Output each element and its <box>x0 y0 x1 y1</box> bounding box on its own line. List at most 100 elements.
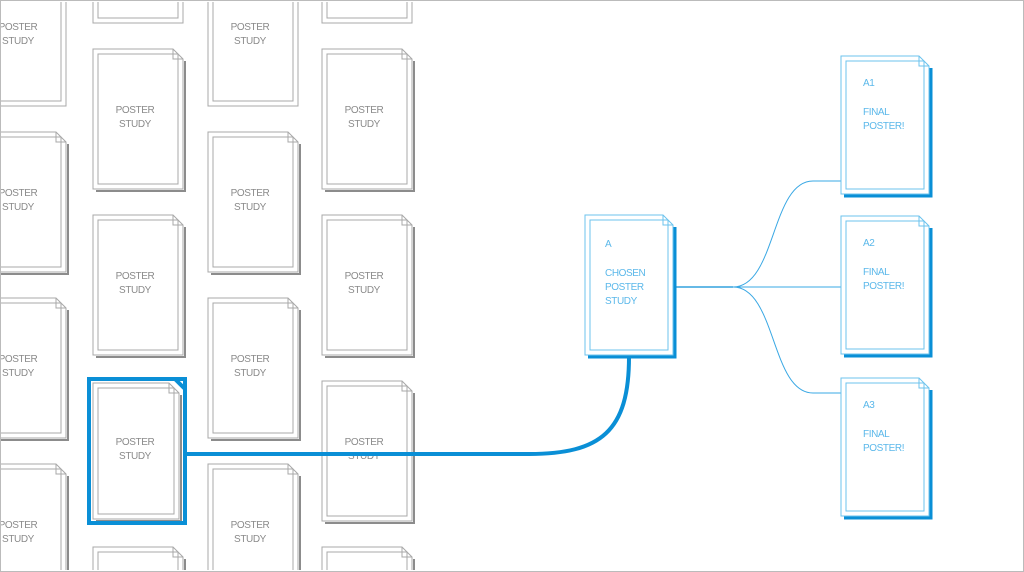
page-shadow <box>325 227 415 358</box>
page-shadow <box>96 227 186 358</box>
folded-corner <box>918 378 929 389</box>
page-outline <box>1 131 67 273</box>
page-fill <box>208 132 298 272</box>
page-fill <box>208 298 298 438</box>
page-outline <box>840 215 930 355</box>
page-inner-frame <box>845 60 925 190</box>
page-label-line: POSTER <box>231 22 270 33</box>
page-outline <box>321 2 413 24</box>
page-label-line: POSTER! <box>863 121 904 132</box>
page-inner-frame <box>97 387 175 515</box>
page-label-line: STUDY <box>2 36 35 47</box>
page-outline <box>207 297 299 439</box>
page-fill <box>208 2 298 106</box>
page-fill <box>1 464 66 570</box>
page-fill <box>93 2 183 23</box>
folded-corner <box>172 547 183 558</box>
page-outline <box>92 214 184 356</box>
page-label-line: STUDY <box>2 202 35 213</box>
folded-corner <box>401 547 412 558</box>
page-outline <box>840 377 930 517</box>
page-label-line: STUDY <box>234 534 267 545</box>
folded-corner <box>918 216 929 227</box>
page-inner-frame <box>326 385 408 517</box>
page-label-line: POSTER <box>231 188 270 199</box>
page-label-line: POSTER <box>345 437 384 448</box>
page-fill <box>841 56 929 194</box>
poster-study-page: POSTER STUDY <box>1 131 69 275</box>
folded-corner <box>287 298 298 309</box>
page-label-line: POSTER <box>345 105 384 116</box>
page-fill <box>841 378 929 516</box>
page-label-line: POSTER <box>1 188 38 199</box>
page-label-line: STUDY <box>605 296 638 307</box>
page-fill <box>322 215 412 355</box>
page-shadow <box>1 310 69 441</box>
page-outline <box>584 214 674 356</box>
page-fill <box>93 215 183 355</box>
page-label-line: POSTER <box>116 437 155 448</box>
poster-study-page: POSTER STUDY <box>207 2 299 107</box>
final-page-id: A3 <box>863 400 875 411</box>
folded-corner <box>168 383 179 394</box>
page-label-line: POSTER <box>345 271 384 282</box>
page-inner-frame <box>212 2 294 102</box>
page-inner-frame <box>1 2 62 102</box>
page-inner-frame <box>1 468 62 570</box>
page-label-line: POSTER <box>231 354 270 365</box>
page-label-line: STUDY <box>119 451 152 462</box>
poster-study-page <box>321 546 415 570</box>
folded-corner <box>55 464 66 475</box>
folded-corner <box>287 464 298 475</box>
folded-corner <box>172 49 183 60</box>
page-shadow <box>325 61 415 192</box>
folded-corner <box>172 215 183 226</box>
page-inner-frame <box>97 551 179 570</box>
page-outline <box>207 131 299 273</box>
poster-study-page: POSTER STUDY <box>207 297 301 441</box>
folded-corner <box>401 49 412 60</box>
page-shadow <box>844 390 933 520</box>
page-shadow <box>844 68 933 198</box>
page-outline <box>92 2 184 24</box>
selected-study-highlight <box>87 377 187 525</box>
folded-corner <box>918 56 929 67</box>
page-fill <box>1 132 66 272</box>
page-inner-frame <box>1 136 62 268</box>
page-fill <box>208 464 298 570</box>
page-outline <box>92 48 184 190</box>
branch-to-a3 <box>732 286 841 394</box>
page-shadow <box>211 310 301 441</box>
page-fill <box>322 49 412 189</box>
chosen-page-id: A <box>605 239 612 250</box>
page-inner-frame <box>326 551 408 570</box>
page-label-line: STUDY <box>234 36 267 47</box>
folded-corner <box>662 215 673 226</box>
page-outline <box>92 382 180 520</box>
folded-corner <box>55 132 66 143</box>
page-inner-frame <box>97 219 179 351</box>
page-label-line: STUDY <box>234 368 267 379</box>
page-fill <box>93 383 179 519</box>
page-shadow <box>325 393 415 524</box>
page-outline <box>321 214 413 356</box>
page-inner-frame <box>212 136 294 268</box>
page-label-line: POSTER <box>1 354 38 365</box>
final-page-id: A1 <box>863 78 875 89</box>
page-inner-frame <box>326 53 408 185</box>
poster-study-page <box>92 546 186 570</box>
highlight-corner <box>173 377 187 391</box>
branch-to-a1 <box>732 180 841 288</box>
folded-corner <box>401 215 412 226</box>
page-fill <box>93 49 183 189</box>
folded-corner <box>287 132 298 143</box>
page-label-line: STUDY <box>119 119 152 130</box>
page-label-line: STUDY <box>348 119 381 130</box>
